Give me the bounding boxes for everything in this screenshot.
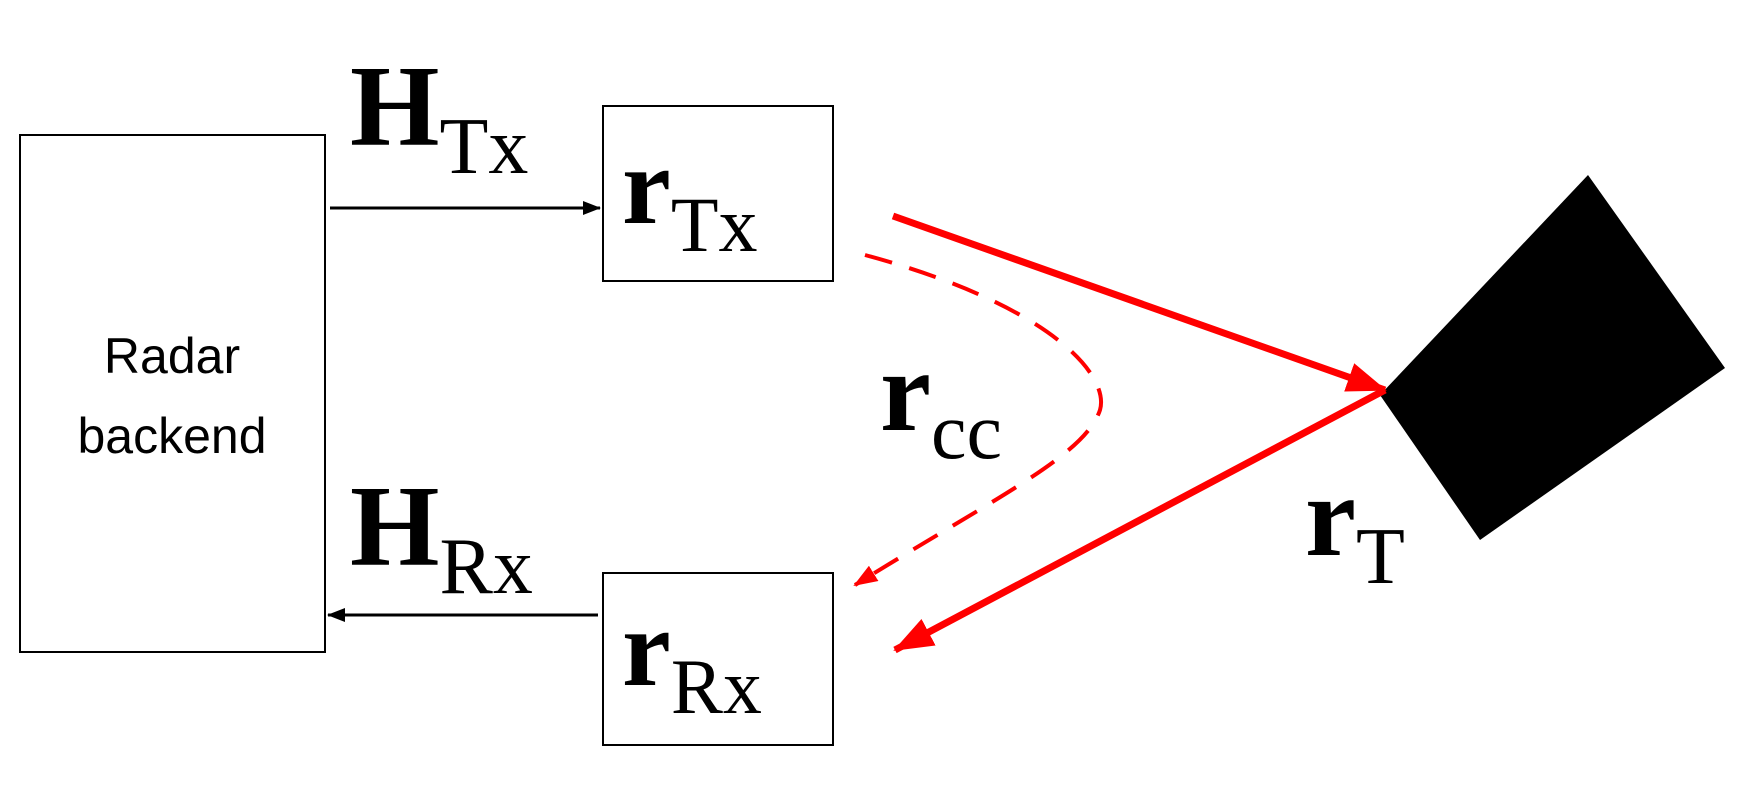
tx-to-target-path: [891, 212, 1387, 394]
target-label: rT: [1305, 453, 1405, 601]
rx-antenna-main: r: [622, 587, 671, 709]
tx-antenna-label: rTx: [622, 125, 757, 268]
crosstalk-sub: cc: [931, 388, 1002, 476]
rx-antenna-sub: Rx: [671, 643, 762, 730]
tx-channel-main: H: [350, 43, 439, 170]
radar-backend-box: [19, 134, 326, 653]
crosstalk-main: r: [880, 328, 931, 455]
rx-channel-main: H: [350, 463, 439, 590]
target-shape: [1380, 175, 1725, 540]
tx-channel-sub: Tx: [439, 103, 528, 191]
target-to-rx-path: [893, 386, 1387, 654]
rx-channel-sub: Rx: [439, 523, 532, 611]
rx-antenna-label: rRx: [622, 587, 762, 730]
radar-backend-label-line1: Radar: [104, 328, 240, 384]
target-main: r: [1305, 453, 1356, 580]
target-sub: T: [1356, 513, 1405, 601]
tx-antenna-main: r: [622, 125, 671, 247]
rx-channel-label: HRx: [350, 463, 533, 611]
rx-antenna-box: [602, 572, 834, 746]
tx-channel-label: HTx: [350, 43, 528, 191]
crosstalk-path: [853, 253, 1104, 587]
tx-antenna-sub: Tx: [671, 181, 758, 268]
crosstalk-label: rcc: [880, 328, 1002, 476]
radar-backend-label-line2: backend: [77, 408, 266, 464]
tx-antenna-box: [602, 105, 834, 282]
